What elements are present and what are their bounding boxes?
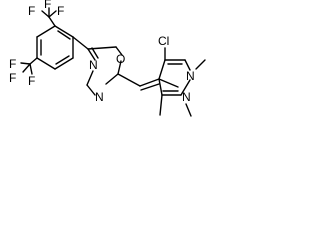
chemical-structure-canvas: F F F F F F [0, 0, 216, 139]
atom-n-pyrazole-bottom: N [182, 90, 191, 104]
atom-f4: F [9, 57, 16, 71]
atom-cl: Cl [158, 34, 169, 48]
oxadiazole-ring: N O N [86, 46, 125, 104]
atom-f1: F [28, 4, 35, 18]
atom-f2: F [44, 0, 51, 11]
cf3-group-bottom: F F F [9, 57, 38, 88]
vinyl-linker [117, 73, 179, 91]
atom-f5: F [9, 71, 16, 85]
structure-drawing: F F F F F F [9, 0, 206, 117]
cf3-group-top: F F F [28, 0, 64, 27]
atom-o-oxadiazole: O [116, 52, 125, 66]
atom-f3: F [57, 4, 64, 18]
atom-n-pyrazole-right: N [186, 69, 195, 83]
atom-n-oxadiazole-top: N [89, 58, 98, 72]
atom-n-oxadiazole-bottom: N [95, 90, 104, 104]
pyrazole-ring: N N [158, 59, 195, 104]
atom-f6: F [28, 74, 35, 88]
bond-phenyl-oxadiazole [72, 36, 89, 50]
benzene-ring [36, 25, 74, 70]
pyrazole-substituents: Cl [158, 34, 206, 117]
